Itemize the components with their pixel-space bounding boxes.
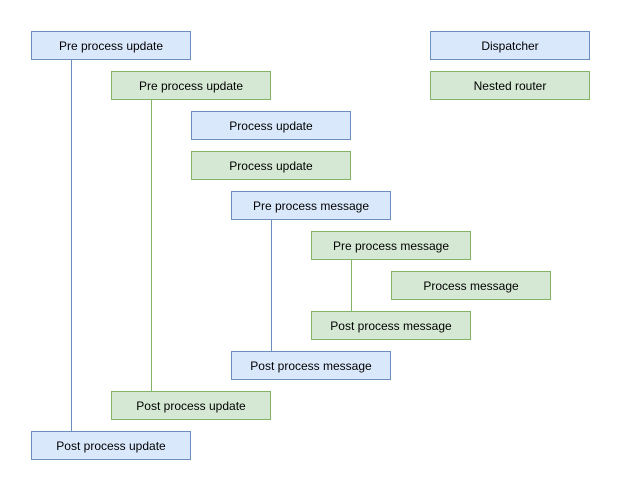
node-post-process-message-green: Post process message	[311, 311, 471, 340]
node-post-process-message-blue: Post process message	[231, 351, 391, 380]
node-post-process-update-green: Post process update	[111, 391, 271, 420]
connector-message-blue-lifeline	[271, 220, 272, 351]
node-nested-router: Nested router	[430, 71, 590, 100]
node-process-update-green: Process update	[191, 151, 351, 180]
node-process-message: Process message	[391, 271, 551, 300]
connector-update-green-lifeline	[151, 100, 152, 391]
node-process-update-blue: Process update	[191, 111, 351, 140]
node-pre-process-update-blue: Pre process update	[31, 31, 191, 60]
node-pre-process-update-green: Pre process update	[111, 71, 271, 100]
node-dispatcher: Dispatcher	[430, 31, 590, 60]
node-pre-process-message-green: Pre process message	[311, 231, 471, 260]
node-post-process-update-blue: Post process update	[31, 431, 191, 460]
connector-update-blue-lifeline	[71, 60, 72, 431]
node-pre-process-message-blue: Pre process message	[231, 191, 391, 220]
connector-message-green-lifeline	[351, 260, 352, 311]
